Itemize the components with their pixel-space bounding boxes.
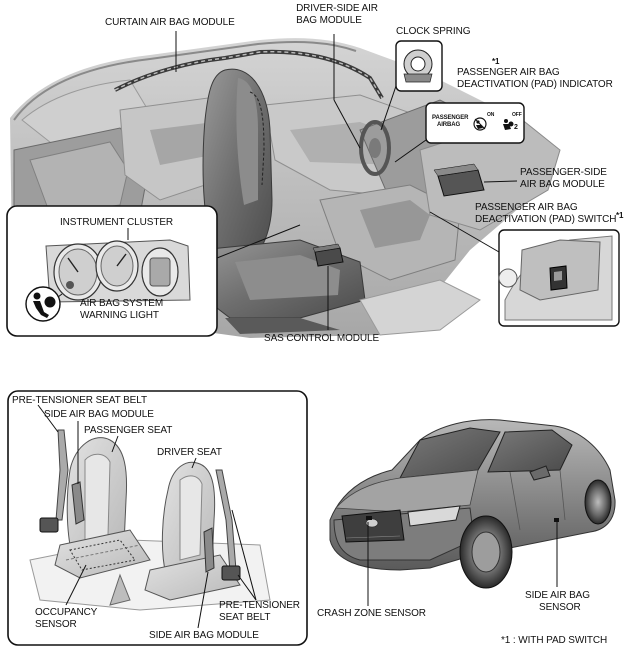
footnote-marker-switch: *1	[616, 211, 624, 220]
passenger-airbag-off-icon	[473, 117, 514, 131]
label-driver-side-air-bag-module-2: BAG MODULE	[296, 15, 362, 26]
label-driver-seat: DRIVER SEAT	[157, 447, 222, 458]
label-passenger-side-air-bag-module-1: PASSENGER-SIDE	[520, 167, 607, 178]
seats-illustration	[7, 390, 308, 646]
airbag-warning-icon	[25, 286, 61, 322]
label-side-air-bag-module-bottom: SIDE AIR BAG MODULE	[149, 630, 259, 641]
label-warning-light-2: WARNING LIGHT	[80, 310, 159, 321]
indicator-on-text: ON	[487, 112, 495, 118]
label-pre-tensioner-seat-belt-right-2: SEAT BELT	[219, 612, 271, 623]
label-passenger-side-air-bag-module-2: AIR BAG MODULE	[520, 179, 605, 190]
label-curtain-air-bag-module: CURTAIN AIR BAG MODULE	[105, 17, 235, 28]
footnote-marker-indicator: *1	[492, 57, 500, 66]
clock-spring-detail	[380, 40, 443, 131]
label-crash-zone-sensor: CRASH ZONE SENSOR	[317, 608, 426, 619]
indicator-passenger-text: PASSENGER	[432, 115, 469, 121]
label-side-air-bag-module-top: SIDE AIR BAG MODULE	[44, 409, 154, 420]
label-instrument-cluster: INSTRUMENT CLUSTER	[60, 217, 174, 228]
label-pad-switch-1: PASSENGER AIR BAG	[475, 202, 578, 213]
label-driver-side-air-bag-module-1: DRIVER-SIDE AIR	[296, 3, 378, 14]
footnote-with-pad-switch: *1 : WITH PAD SWITCH	[501, 635, 608, 646]
indicator-airbag-text: AIRBAG	[437, 122, 461, 128]
label-pad-indicator-2: DEACTIVATION (PAD) INDICATOR	[457, 79, 613, 90]
label-side-air-bag-sensor-2: SENSOR	[539, 602, 581, 613]
label-occupancy-sensor-1: OCCUPANCY	[35, 607, 98, 618]
label-pre-tensioner-seat-belt-right-1: PRE-TENSIONER	[219, 600, 300, 611]
label-pad-indicator-1: PASSENGER AIR BAG	[457, 67, 560, 78]
indicator-seat-number: 2	[514, 124, 518, 131]
label-occupancy-sensor-2: SENSOR	[35, 619, 77, 630]
car-illustration	[329, 419, 616, 606]
label-clock-spring: CLOCK SPRING	[396, 26, 471, 37]
top-leader-lines	[175, 31, 518, 330]
label-pre-tensioner-seat-belt-top: PRE-TENSIONER SEAT BELT	[12, 395, 147, 406]
label-sas-control-module: SAS CONTROL MODULE	[264, 333, 380, 344]
label-side-air-bag-sensor-1: SIDE AIR BAG	[525, 590, 590, 601]
label-pad-switch-2: DEACTIVATION (PAD) SWITCH	[475, 214, 617, 225]
label-passenger-seat: PASSENGER SEAT	[84, 425, 173, 436]
indicator-off-text: OFF	[512, 112, 522, 118]
label-warning-light-1: AIR BAG SYSTEM	[80, 298, 164, 309]
pad-switch-detail	[429, 211, 620, 327]
